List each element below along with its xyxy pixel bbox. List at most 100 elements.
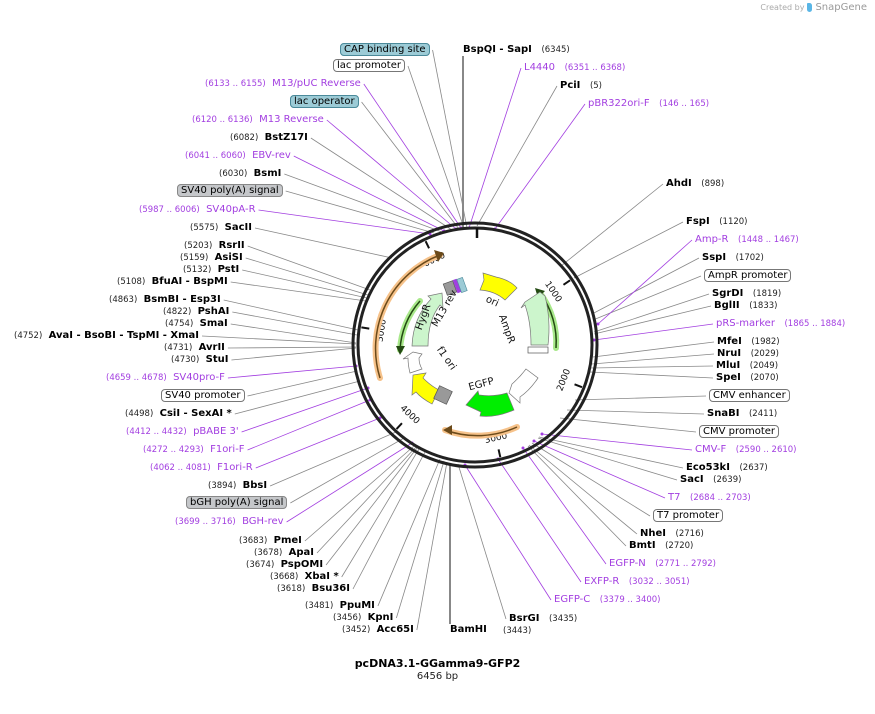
leader-line [232, 311, 358, 336]
leader-line [497, 458, 582, 583]
orange-arc-bottom-core [444, 426, 518, 437]
leader-line [316, 446, 417, 554]
primer-name: pBABE 3' [193, 426, 239, 437]
enzyme-name: Eco53kI [686, 462, 730, 473]
leader-line [597, 239, 693, 325]
enzyme-label-psti: (5132) PstI [183, 264, 239, 276]
enzyme-name: BbsI [242, 480, 268, 491]
position-text: (4731) [164, 343, 193, 353]
enzyme-label-saci: SacI (2639) [680, 474, 741, 486]
leader-line [527, 445, 627, 547]
feature-box-text: SV40 promoter [161, 389, 245, 402]
position-text: (898) [701, 179, 725, 189]
primer-label-m13puc: (6133 .. 6155) M13/pUC Reverse [205, 78, 361, 90]
box-label-sv40pa: SV40 poly(A) signal [177, 184, 283, 197]
leader-line [230, 323, 357, 344]
leader-line [227, 365, 357, 379]
enzyme-name: PshAI [197, 306, 230, 317]
primer-name: T7 [668, 492, 681, 503]
box-label-cmvp: CMV promoter [699, 425, 780, 438]
leader-line [494, 103, 586, 230]
enzyme-name: MfeI [717, 336, 742, 347]
leader-line [468, 67, 522, 229]
feature-box-text: lac operator [290, 95, 359, 108]
enzyme-name: RsrII [218, 240, 245, 251]
plasmid-name: pcDNA3.1-GGamma9-GFP2 [354, 657, 521, 670]
position-text: (3678) [254, 548, 283, 558]
leader-line [589, 371, 714, 379]
position-text: (3452) [342, 625, 371, 635]
position-text: (4272 .. 4293) [143, 445, 204, 455]
primer-name: SV40pro-F [173, 372, 225, 383]
primer-label-egfpn: EGFP-N (2771 .. 2792) [609, 558, 716, 570]
enzyme-name: BfuAI - BspMI [151, 276, 228, 287]
position-text: (4822) [163, 307, 192, 317]
enzyme-name: PciI [560, 80, 581, 91]
position-text: (1702) [735, 253, 764, 263]
position-text: (5987 .. 6006) [139, 205, 200, 215]
position-text: (1448 .. 1467) [738, 235, 799, 245]
leader-line [227, 346, 357, 349]
primer-site-marker [532, 439, 536, 443]
branding-text: Created by [760, 3, 805, 12]
enzyme-label-kpni: (3456) KpnI [333, 612, 393, 624]
enzyme-label-smai: (4754) SmaI [165, 318, 228, 330]
enzyme-name: SacII [224, 222, 252, 233]
position-text: (3379 .. 3400) [599, 595, 661, 605]
position-text: (4498) [125, 409, 154, 419]
enzyme-label-ppumi: (3481) PpuMI [305, 600, 375, 612]
leader-line [304, 445, 415, 542]
primer-label-t7: T7 (2684 .. 2703) [668, 492, 751, 504]
feature-box-text: CMV promoter [699, 425, 780, 438]
primer-label-pbabe: (4412 .. 4432) pBABE 3' [126, 426, 239, 438]
primer-label-l4440: L4440 (6351 .. 6368) [524, 62, 625, 74]
enzyme-name: CsiI - SexAI * [159, 408, 232, 419]
leader-line [326, 119, 457, 230]
feature-label-ampr: AmpR [496, 313, 517, 345]
enzyme-label-bglii: BglII (1833) [714, 300, 777, 312]
leader-line [432, 49, 468, 229]
position-text: (3618) [277, 584, 306, 594]
position-text: (2411) [748, 409, 778, 419]
enzyme-name: PspOMI [280, 559, 324, 570]
leader-line [590, 365, 714, 369]
leader-line [395, 460, 445, 619]
enzyme-label-spei: SpeI (2070) [716, 372, 779, 384]
position-text: (3032 .. 3051) [628, 577, 690, 587]
position-text: (2029) [750, 349, 779, 359]
enzyme-name: MluI [716, 360, 741, 371]
enzyme-label-asisi: (5159) AsiSI [180, 252, 243, 264]
box-label-bghpa: bGH poly(A) signal [186, 496, 288, 509]
enzyme-name: BsmI [253, 168, 282, 179]
primer-name: Amp-R [695, 234, 729, 245]
scale-tick [497, 449, 502, 458]
position-text: (1982) [751, 337, 780, 347]
position-text: (2716) [675, 529, 704, 539]
leader-line [241, 387, 369, 433]
position-text: (3443) [503, 626, 532, 636]
feature-label-egfp: EGFP [467, 376, 495, 393]
primer-site-marker [521, 446, 525, 450]
feature-box-text: T7 promoter [653, 509, 724, 522]
primer-label-sv40prof: (4659 .. 4678) SV40pro-F [106, 372, 225, 384]
position-text: (6345) [541, 45, 570, 55]
position-text: (3456) [333, 613, 362, 623]
primer-label-pbr322: pBR322ori-F (146 .. 165) [588, 98, 709, 110]
feature-box-text: bGH poly(A) signal [186, 496, 288, 509]
feature-box-text: AmpR promoter [704, 269, 792, 282]
lac-operator-marker [456, 277, 468, 293]
enzyme-label-bstz17i: (6082) BstZ17I [230, 132, 308, 144]
enzyme-name: BglII [714, 300, 740, 311]
enzyme-label-bsu36i: (3618) Bsu36I [277, 583, 350, 595]
position-text: (1819) [752, 289, 782, 299]
enzyme-label-bsmi: (6030) BsmI [219, 168, 281, 180]
feature-label-ori: ori [484, 294, 500, 309]
feature-box-text: CAP binding site [340, 43, 430, 56]
leader-line [591, 353, 715, 365]
leader-line [593, 305, 712, 335]
position-text: (4412 .. 4432) [126, 427, 187, 437]
enzyme-name: Acc65I [376, 624, 414, 635]
enzyme-name: AvaI - BsoBI - TspMI - XmaI [48, 330, 199, 341]
branding-brand: SnapGene [815, 2, 867, 13]
primer-site-marker [596, 322, 600, 326]
